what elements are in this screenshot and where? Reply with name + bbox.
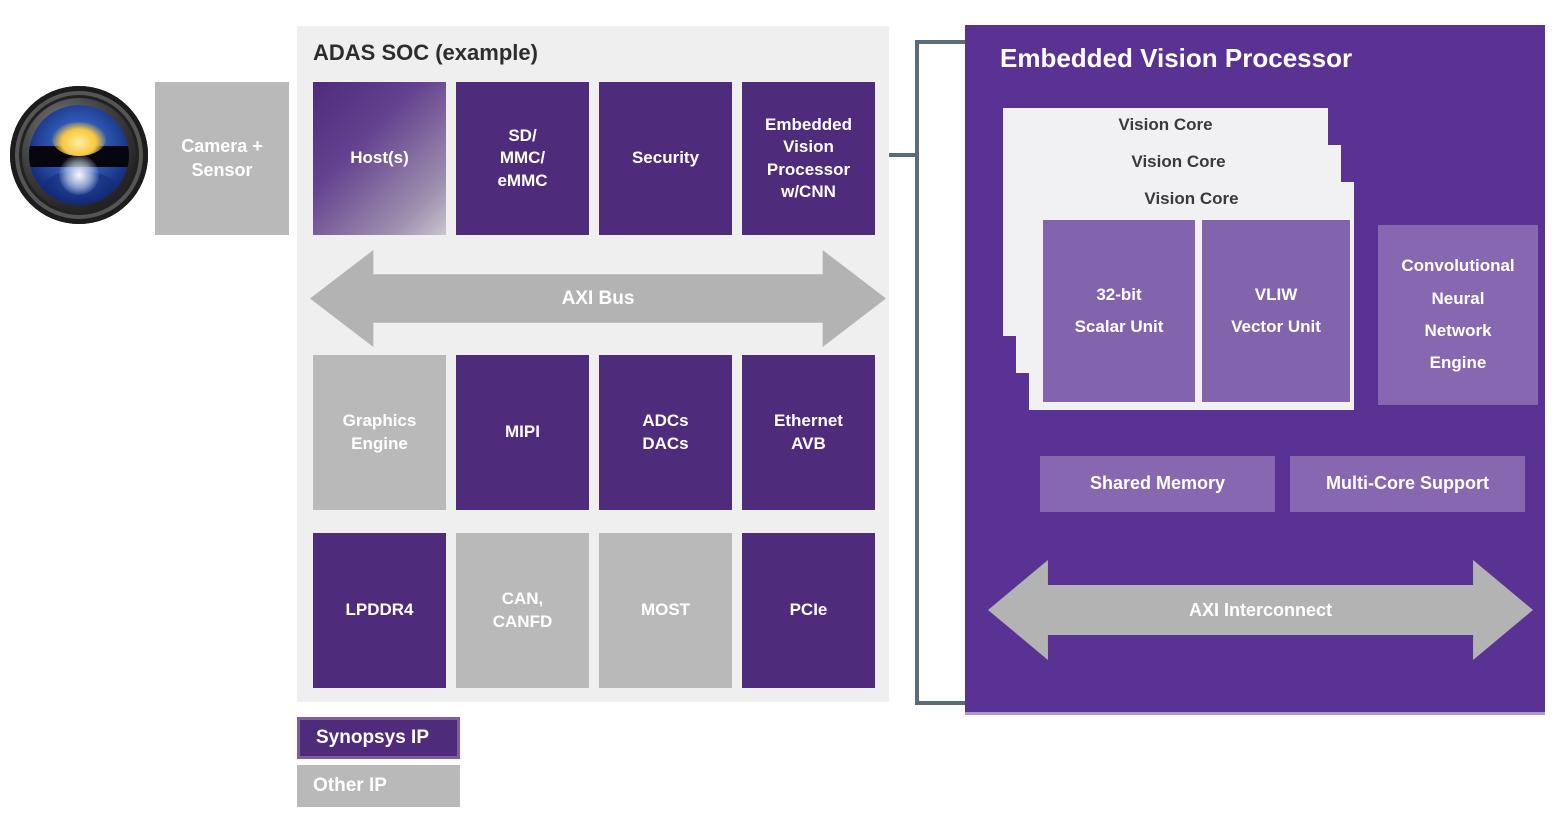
soc-box-most: MOST	[599, 533, 732, 688]
axi-interconnect-arrow: AXI Interconnect	[988, 560, 1533, 660]
soc-box-pcie: PCIe	[742, 533, 875, 688]
connector-bottom-line	[915, 701, 967, 705]
evp-panel: Embedded Vision Processor Vision Core Vi…	[965, 25, 1545, 715]
soc-box-security: Security	[599, 82, 732, 235]
connector-vertical-line	[915, 40, 919, 705]
soc-box-graphics-engine: Graphics Engine	[313, 355, 446, 510]
legend-other-ip: Other IP	[297, 765, 460, 807]
soc-box-can-canfd: CAN, CANFD	[456, 533, 589, 688]
adas-soc-title: ADAS SOC (example)	[313, 40, 538, 65]
legend-synopsys-ip: Synopsys IP	[297, 717, 460, 759]
vision-core-label: Vision Core	[1118, 115, 1213, 134]
soc-box-adcs-dacs: ADCs DACs	[599, 355, 732, 510]
camera-lens-icon	[10, 86, 148, 224]
connector-top-line	[915, 40, 967, 44]
soc-box-hosts: Host(s)	[313, 82, 446, 235]
multicore-support-box: Multi-Core Support	[1290, 456, 1525, 512]
vector-unit-box: VLIW Vector Unit	[1202, 220, 1350, 402]
shared-memory-box: Shared Memory	[1040, 456, 1275, 512]
soc-box-sd-mmc-emmc: SD/ MMC/ eMMC	[456, 82, 589, 235]
soc-box-evp-cnn: Embedded Vision Processor w/CNN	[742, 82, 875, 235]
evp-title: Embedded Vision Processor	[1000, 43, 1353, 73]
soc-box-lpddr4: LPDDR4	[313, 533, 446, 688]
axi-bus-arrow: AXI Bus	[310, 250, 886, 347]
camera-sensor-box: Camera + Sensor	[155, 82, 289, 235]
lens-gold-highlight	[52, 122, 106, 156]
soc-box-ethernet-avb: Ethernet AVB	[742, 355, 875, 510]
vision-core-label: Vision Core	[1144, 189, 1239, 208]
cnn-engine-box: Convolutional Neural Network Engine	[1378, 225, 1538, 405]
adas-soc-panel: ADAS SOC (example) Host(s) SD/ MMC/ eMMC…	[297, 26, 889, 702]
vision-core-label: Vision Core	[1131, 152, 1226, 171]
scalar-unit-box: 32-bit Scalar Unit	[1043, 220, 1195, 402]
lens-white-highlight	[59, 155, 99, 195]
connector-stub-line	[877, 153, 917, 157]
soc-box-mipi: MIPI	[456, 355, 589, 510]
camera-lens-glass	[29, 105, 129, 205]
